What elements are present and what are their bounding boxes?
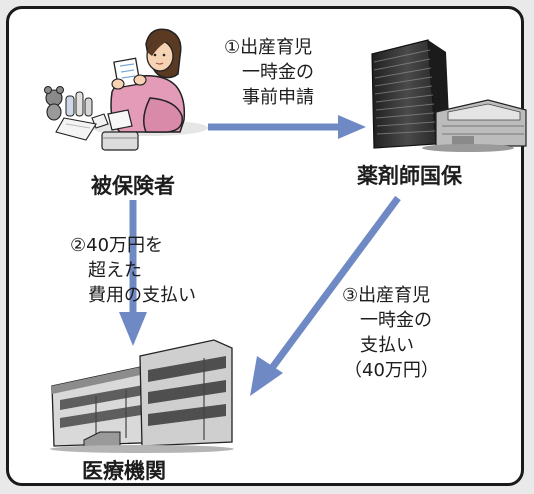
step-2-line-3: 費用の支払い <box>88 285 196 306</box>
step-3-line-1: ③出産育児 <box>342 285 431 306</box>
hospital-building-icon <box>50 339 234 453</box>
arrow-lump-sum-payment <box>250 195 401 396</box>
step-1-line-2: 一時金の <box>242 62 314 83</box>
arrow-payment-to-hospital <box>119 200 147 346</box>
step-2-line-2: 超えた <box>88 260 142 281</box>
step-2-label: ②40万円を 超えた 費用の支払い <box>70 233 196 308</box>
step-1-line-3: 事前申請 <box>242 87 314 108</box>
node-insured: 被保険者 <box>91 174 175 198</box>
node-insurer: 薬剤師国保 <box>357 164 462 188</box>
arrow-application <box>208 115 366 139</box>
node-hospital: 医療機関 <box>82 459 166 483</box>
step-3-label: ③出産育児 一時金の 支払い （40万円） <box>342 283 439 383</box>
step-1-label: ①出産育児 一時金の 事前申請 <box>224 35 314 110</box>
step-3-line-2: 一時金の <box>360 310 432 331</box>
step-2-line-1: ②40万円を <box>70 235 164 256</box>
step-3-line-4: （40万円） <box>344 360 439 381</box>
step-1-line-1: ①出産育児 <box>224 37 313 58</box>
mother-illustration-icon <box>44 28 208 151</box>
step-3-line-3: 支払い <box>360 335 414 356</box>
insurer-building-icon <box>371 39 527 152</box>
